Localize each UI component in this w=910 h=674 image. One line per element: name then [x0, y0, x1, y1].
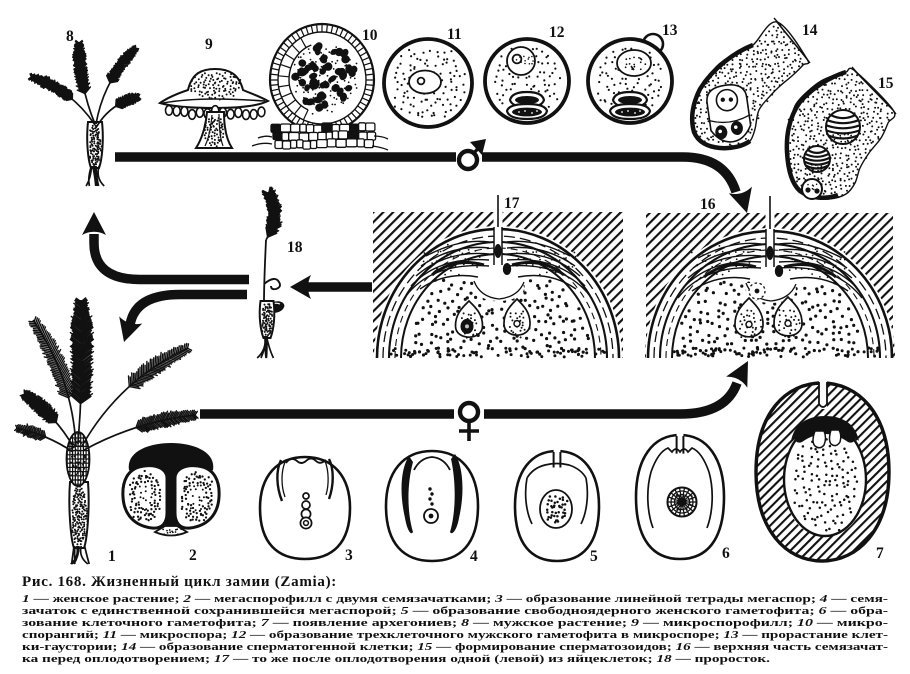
svg-text:15: 15	[878, 75, 894, 92]
svg-text:9: 9	[205, 36, 213, 53]
svg-text:6: 6	[722, 545, 730, 562]
svg-text:3: 3	[345, 547, 353, 564]
svg-text:11: 11	[447, 26, 462, 43]
svg-text:12: 12	[549, 24, 565, 41]
svg-text:13: 13	[662, 22, 678, 39]
svg-text:зование клеточного гаметофита;: зование клеточного гаметофита; 7 — появл…	[22, 618, 889, 629]
svg-text:ка перед оплодотворением; 17 —: ка перед оплодотворением; 17 — то же пос…	[22, 654, 771, 665]
svg-text:10: 10	[362, 27, 378, 44]
svg-text:1: 1	[108, 548, 116, 565]
svg-text:спорангий; 11 — микроспора; 12: спорангий; 11 — микроспора; 12 — образов…	[22, 630, 889, 641]
svg-text:8: 8	[66, 28, 74, 45]
svg-text:7: 7	[876, 545, 884, 562]
svg-text:16: 16	[700, 196, 716, 213]
svg-text:зачаток с единственной сохрани: зачаток с единственной сохранившейся мег…	[22, 606, 889, 617]
svg-text:17: 17	[504, 195, 520, 212]
svg-text:14: 14	[802, 22, 818, 39]
svg-text:Рис. 168. Жизненный цикл замии: Рис. 168. Жизненный цикл замии (Zamia):	[22, 574, 337, 590]
svg-text:4: 4	[470, 548, 478, 565]
svg-text:2: 2	[189, 547, 197, 564]
svg-text:1 — женское растение; 2 — мега: 1 — женское растение; 2 — мегаспорофилл …	[22, 594, 889, 605]
svg-text:18: 18	[287, 239, 303, 256]
svg-text:5: 5	[590, 548, 598, 565]
svg-text:ки-гаустории; 14 — образование: ки-гаустории; 14 — образование сперматог…	[22, 642, 889, 653]
